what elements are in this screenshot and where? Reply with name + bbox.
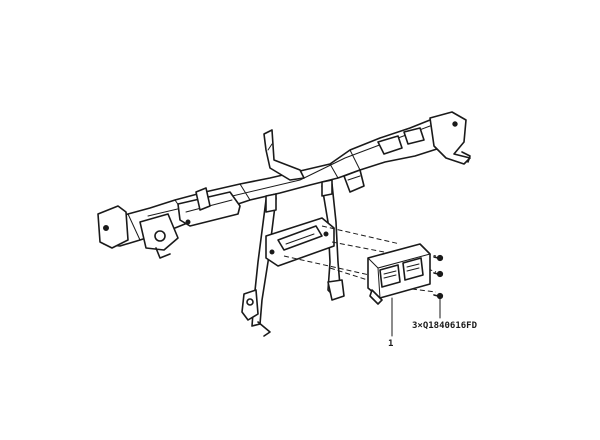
ecu-mounting-bracket bbox=[265, 217, 335, 267]
control-module bbox=[367, 243, 431, 305]
left-vertical-strut bbox=[241, 193, 277, 337]
screw-icon bbox=[433, 270, 444, 278]
upper-center-bracket bbox=[263, 129, 305, 181]
screw-icon bbox=[433, 254, 444, 262]
center-clip bbox=[343, 169, 365, 193]
leader-lines bbox=[391, 297, 441, 337]
screws bbox=[433, 254, 444, 300]
part-number-label: 1 bbox=[388, 339, 393, 349]
screw-spec-label: 3×Q1840616FD bbox=[412, 321, 478, 331]
screw-icon bbox=[433, 292, 444, 300]
steering-support-bracket bbox=[177, 187, 241, 227]
right-end-bracket bbox=[377, 111, 471, 165]
left-end-bracket bbox=[97, 205, 179, 259]
